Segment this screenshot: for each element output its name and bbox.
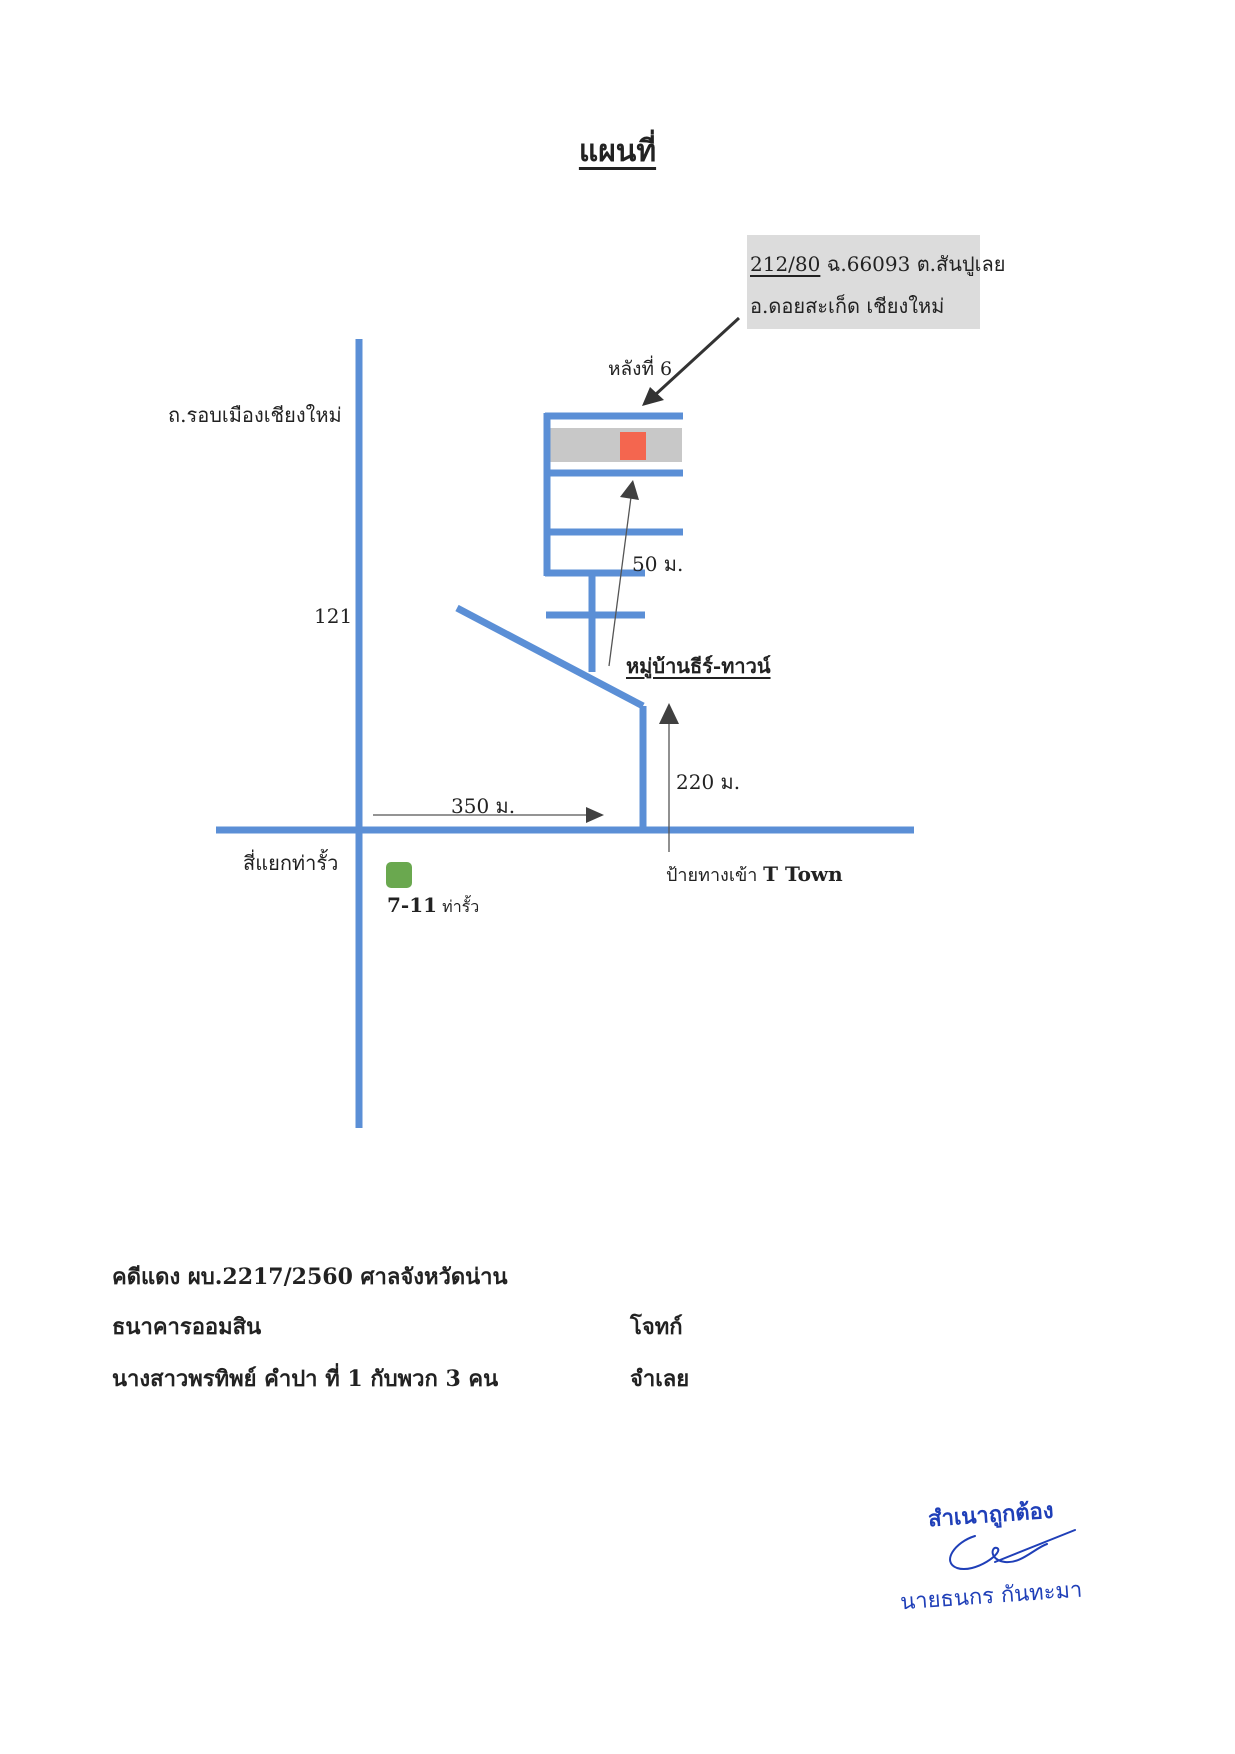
address-house-number: 212/80 bbox=[750, 252, 821, 276]
arrow-220-head bbox=[659, 703, 679, 724]
house-number-label: หลังที่ 6 bbox=[608, 358, 673, 380]
pointer-arrow-head bbox=[642, 387, 664, 406]
distance-350-label: 350 ม. bbox=[451, 794, 516, 818]
address-line-2: อ.ดอยสะเก็ด เชียงใหม่ bbox=[750, 294, 945, 318]
arrow-350-head bbox=[586, 807, 604, 823]
diagonal-road-line bbox=[455, 604, 645, 710]
store-label-rest: ท่ารั้ว bbox=[437, 897, 480, 916]
defendant-name: นางสาวพรทิพย์ คำปา ที่ 1 กับพวก 3 คน bbox=[112, 1366, 499, 1392]
address-line-1-rest: ฉ.66093 ต.สันปูเลย bbox=[820, 252, 1006, 276]
target-house-marker bbox=[620, 432, 646, 460]
arrow-50-head bbox=[620, 480, 639, 500]
plaintiff-role: โจทก์ bbox=[630, 1314, 683, 1340]
lot-row-highlight bbox=[548, 428, 682, 462]
store-label-bold: 7-11 bbox=[387, 893, 438, 917]
intersection-label: สี่แยกท่ารั้ว bbox=[243, 851, 339, 875]
entrance-sign-label: ป้ายทางเข้า T Town bbox=[666, 860, 843, 889]
handwritten-signature bbox=[949, 1529, 1076, 1571]
page-title: แผนที่ bbox=[578, 134, 657, 169]
village-label: หมู่บ้านธีร์-ทาวน์ bbox=[626, 654, 771, 678]
case-number: คดีแดง ผบ.2217/2560 ศาลจังหวัดน่าน bbox=[112, 1264, 508, 1290]
distance-220-label: 220 ม. bbox=[676, 770, 741, 794]
pointer-arrow-shaft bbox=[653, 316, 741, 397]
store-label: 7-11 ท่ารั้ว bbox=[387, 893, 479, 920]
distance-50-label: 50 ม. bbox=[632, 552, 684, 576]
ring-road-label: ถ.รอบเมืองเชียงใหม่ bbox=[168, 403, 342, 427]
arrow-50-shaft bbox=[608, 496, 632, 667]
store-marker bbox=[386, 862, 412, 888]
address-line-1: 212/80 ฉ.66093 ต.สันปูเลย bbox=[750, 248, 1005, 280]
entrance-sign-prefix: ป้ายทางเข้า bbox=[666, 865, 764, 886]
entrance-name: T Town bbox=[763, 862, 843, 886]
address-box bbox=[747, 235, 980, 329]
defendant-role: จำเลย bbox=[630, 1366, 690, 1392]
plaintiff-name: ธนาคารออมสิน bbox=[112, 1314, 262, 1340]
route-number-label: 121 bbox=[314, 604, 353, 628]
